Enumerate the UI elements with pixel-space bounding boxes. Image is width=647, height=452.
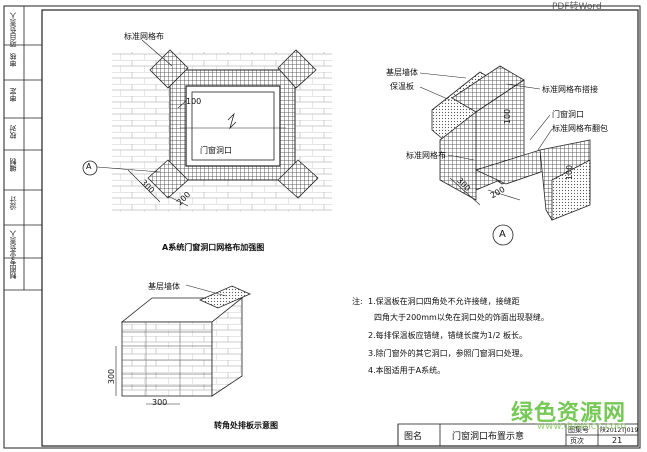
side-label-2: 审核 (9, 53, 17, 67)
label-opening-a: 门窗洞口 (200, 146, 232, 155)
dim-100-b2: 100 (565, 164, 575, 181)
label-lap-b: 标准网格布搭接 (542, 85, 598, 94)
section-marker-a: A (86, 162, 92, 171)
pdf-watermark: PDF转Word (552, 2, 602, 12)
notes-heading: 注: (352, 297, 363, 306)
title-block-name-label: 图名 (404, 432, 423, 442)
title-block-page-value: 21 (612, 436, 623, 445)
side-label-4: 校对 (9, 125, 17, 139)
detail-c-drawing (115, 284, 251, 405)
detail-b-drawing (419, 65, 591, 246)
note-line-2: 四角大于200mm以免在洞口处的饰面出现裂缝。 (374, 313, 549, 322)
side-label-7: 专业负责人 (9, 230, 17, 265)
side-label-3: 审定 (9, 88, 17, 102)
caption-detail-c: 转角处排板示意图 (214, 421, 278, 430)
title-block-set-label: 图集号 (568, 426, 589, 434)
side-label-6: 设计 (9, 196, 17, 210)
dim-100-b1: 100 (503, 108, 513, 125)
label-wall-c: 基层墙体 (148, 282, 180, 291)
side-label-5: 编制 (9, 158, 17, 172)
detail-a-drawing (82, 39, 332, 212)
label-wrap-b: 标准网格布翻包 (552, 124, 608, 133)
note-line-5: 4.本图适用于A系统。 (368, 366, 446, 375)
dim-300-c2: 300 (152, 398, 168, 407)
note-line-4: 3.除门窗外的其它洞口，参照门窗洞口处理。 (368, 349, 528, 358)
section-marker-b: A (499, 229, 506, 240)
note-line-3: 2.每排保温板应错缝，错缝长度为1/2 板长。 (368, 331, 528, 340)
side-panel-grid (4, 6, 42, 291)
site-watermark-url: www.downcc.com (537, 421, 627, 432)
label-insulation-b: 保温板 (390, 82, 414, 91)
label-wall-b: 基层墙体 (386, 68, 418, 77)
side-label-1: 项目负责人 (9, 12, 17, 47)
label-mesh-b: 标准网格布 (406, 151, 446, 160)
title-block-name-value: 门窗洞口布置示意 (452, 432, 525, 442)
caption-detail-a: A系统门窗洞口网格布加强图 (162, 243, 265, 252)
side-label-8: 制图 (9, 265, 17, 279)
title-block-page-label: 页次 (570, 437, 584, 445)
note-line-1: 1.保温板在洞口四角处不允许接缝，接缝距 (368, 297, 520, 306)
dim-300-c1: 300 (107, 368, 117, 385)
title-block-set-value: 陕2012TJ019 (600, 427, 639, 434)
label-opening-b: 门窗洞口 (552, 110, 584, 119)
title-block-grid (397, 423, 639, 447)
label-standard-mesh-a: 标准网格布 (124, 32, 164, 41)
dim-100-a: 100 (186, 97, 202, 106)
site-watermark: 绿色资源网 (511, 401, 627, 426)
